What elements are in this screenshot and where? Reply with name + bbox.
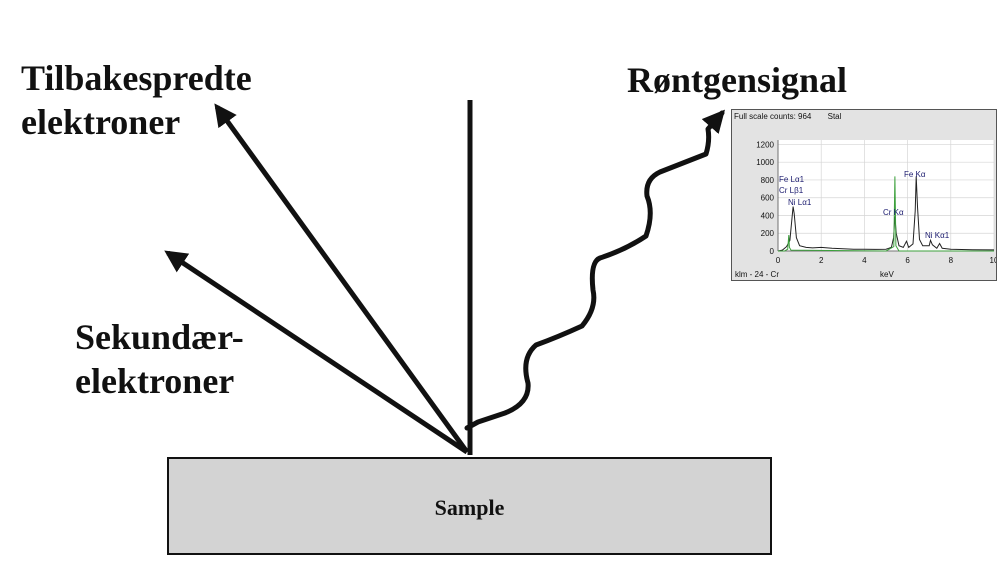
spectrum-header: Full scale counts: 964 Stal [734,112,855,121]
xray-signal-label: Røntgensignal [627,60,848,100]
backscattered-electrons-label: Tilbakespredte elektroner [21,56,252,144]
secondary-label-line-2: elektroner [75,361,235,401]
spectrum-full-scale-counts: Full scale counts: 964 [734,112,812,121]
sample-label: Sample [434,495,505,520]
backscattered-label-line-1: Tilbakespredte [21,58,252,98]
y-tick-label: 800 [761,176,775,185]
y-tick-label: 600 [761,194,775,203]
spectrum-sample-id: klm - 24 - Cr [735,270,779,279]
spectrum-series-2 [778,176,994,252]
spectrum-peak-label: Fe Lα1 [779,175,805,184]
spectrum-peak-label: Ni Lα1 [788,198,812,207]
spectrum-peak-label: Fe Kα [904,170,926,179]
y-tick-label: 200 [761,229,775,238]
secondary-electron-arrow [164,250,469,455]
sample-block: Sample [167,457,772,555]
spectrum-x-axis-unit: keV [880,270,894,279]
spectrum-plot-area [778,140,994,251]
y-tick-label: 0 [770,247,775,256]
spectrum-peak-label: Cr Kα [883,208,904,217]
spectrum-peak-label: Cr Lβ1 [779,186,804,195]
secondary-label-line-1: Sekundær- [75,317,244,357]
backscattered-label-line-2: elektroner [21,102,181,142]
spectrum-chart: 0 200 400 600 800 1000 1200 0 2 4 6 8 10 Fe Lα1 Cr Lβ1… [756,140,997,265]
x-tick-label: 0 [776,256,781,265]
y-tick-label: 1000 [756,158,774,167]
x-tick-label: 6 [905,256,910,265]
xray-signal-wavy-arrow [464,109,725,431]
backscattered-electron-arrow [214,103,470,454]
x-tick-label: 4 [862,256,867,265]
spectrum-series-1 [777,176,995,252]
secondary-electrons-label: Sekundær- elektroner [75,315,244,403]
spectrum-peak-label: Ni Kα1 [925,231,950,240]
spectrum-material-label: Stal [827,112,842,121]
y-tick-label: 400 [761,211,775,220]
x-tick-label: 8 [949,256,954,265]
y-tick-label: 1200 [756,140,774,149]
x-tick-label: 10 [990,256,997,265]
x-tick-label: 2 [819,256,824,265]
